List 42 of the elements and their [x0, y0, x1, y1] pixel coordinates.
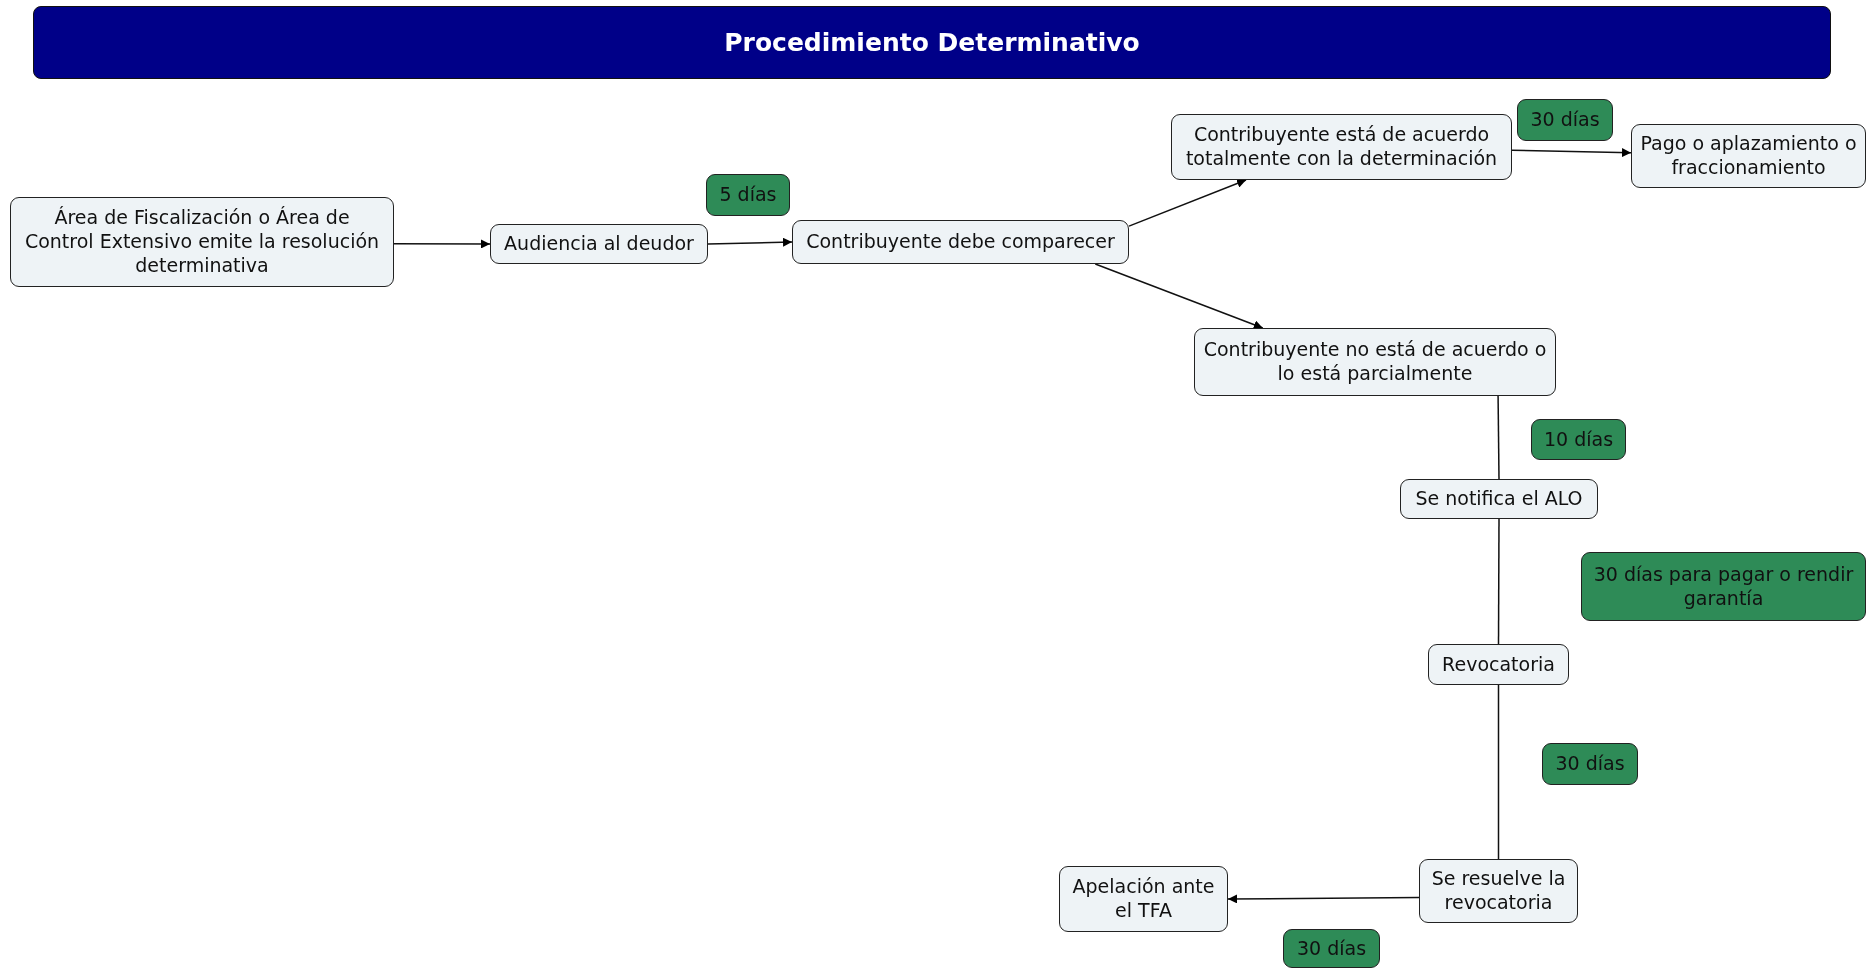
step-text: Se notifica el ALO — [1415, 487, 1583, 511]
duration-box — [1531, 419, 1626, 460]
step-text: Contribuyente debe comparecer — [806, 230, 1115, 254]
process-box — [1194, 328, 1556, 396]
connector-line — [1497, 684, 1500, 860]
step-text: Se resuelve la revocatoria — [1430, 867, 1567, 915]
duration-box — [706, 174, 790, 216]
step-text: Contribuyente está de acuerdo totalmente con la determinación — [1184, 123, 1499, 171]
process-box — [1171, 114, 1512, 180]
process-box — [1428, 644, 1569, 685]
step-text: Contribuyente no está de acuerdo o lo está parcialmente — [1203, 338, 1547, 386]
process-box — [1419, 859, 1578, 923]
step-text: Audiencia al deudor — [504, 232, 694, 256]
connector-line — [1497, 518, 1500, 645]
duration-box — [1517, 99, 1613, 141]
step-text: Pago o aplazamiento o fraccionamiento — [1640, 132, 1857, 180]
duration-text: 30 días — [1296, 936, 1367, 961]
duration-text: 5 días — [719, 183, 777, 207]
step-text: Área de Fiscalización o Área de Control Extensivo emite la resolución determinativa — [23, 206, 381, 278]
duration-box — [1581, 552, 1866, 621]
step-text: Apelación ante el TFA — [1071, 875, 1216, 923]
step-text: Revocatoria — [1442, 652, 1555, 677]
process-box — [10, 197, 394, 287]
duration-box — [1542, 743, 1638, 785]
process-box — [792, 220, 1129, 264]
duration-text: 10 días — [1543, 427, 1614, 452]
duration-text: 30 días — [1530, 108, 1600, 132]
process-box — [1400, 479, 1598, 519]
process-box — [1631, 124, 1866, 188]
arrow — [393, 239, 491, 249]
connector-line — [1497, 395, 1500, 480]
duration-box — [1283, 929, 1380, 968]
process-box — [490, 224, 708, 264]
duration-text: 30 días para pagar o rendir garantía — [1592, 562, 1855, 611]
process-box — [1059, 866, 1228, 932]
title-banner: Procedimiento Determinativo — [33, 6, 1831, 79]
arrow — [707, 237, 793, 247]
arrow — [1511, 148, 1632, 158]
duration-text: 30 días — [1555, 752, 1625, 776]
arrow — [1128, 179, 1247, 227]
arrow — [1227, 894, 1420, 904]
arrow — [1094, 263, 1264, 329]
